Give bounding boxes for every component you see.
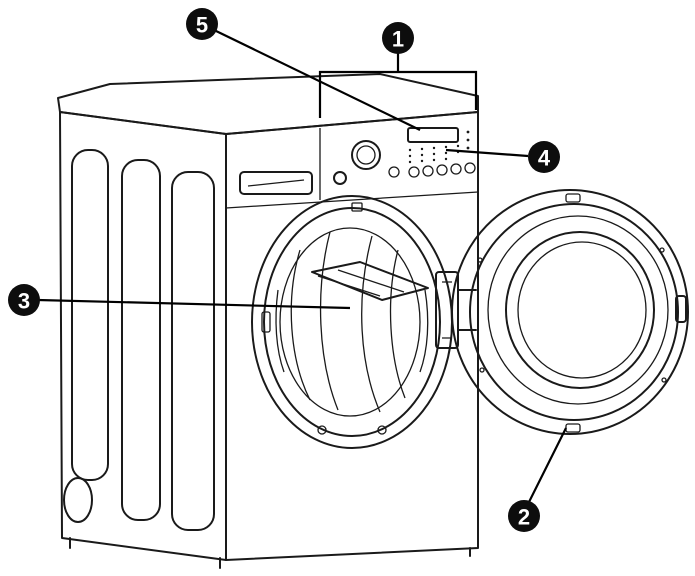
callout-leaders: [37, 29, 567, 505]
indicator-lights: [408, 130, 470, 164]
callout-badge-1: 1: [382, 22, 414, 54]
svg-text:1: 1: [392, 27, 404, 52]
drum-lifter: [311, 261, 429, 301]
callout-badge-5: 5: [186, 8, 218, 40]
power-button[interactable]: [333, 171, 347, 185]
cycle-selector-knob[interactable]: [351, 140, 381, 170]
callout-badge-4: 4: [528, 141, 560, 173]
drum-opening: [251, 195, 453, 449]
option-button[interactable]: [436, 164, 448, 176]
washer-door[interactable]: [451, 189, 689, 435]
option-button[interactable]: [422, 165, 434, 177]
option-button[interactable]: [408, 166, 420, 178]
option-button[interactable]: [388, 166, 400, 178]
svg-text:4: 4: [538, 146, 551, 171]
svg-text:3: 3: [18, 289, 30, 314]
side-panel-recesses: [63, 149, 215, 531]
door-latch-slot: [261, 311, 271, 333]
display-window: [407, 127, 459, 143]
svg-text:2: 2: [518, 505, 530, 530]
control-panel: [239, 127, 476, 195]
detergent-drawer[interactable]: [239, 171, 313, 195]
svg-text:5: 5: [196, 13, 208, 38]
start-pause-button[interactable]: [464, 162, 476, 174]
washer-cabinet: [57, 73, 479, 569]
callout-badge-3: 3: [8, 284, 40, 316]
option-button[interactable]: [450, 163, 462, 175]
door-handle[interactable]: [675, 295, 687, 323]
callout-badge-2: 2: [508, 500, 540, 532]
